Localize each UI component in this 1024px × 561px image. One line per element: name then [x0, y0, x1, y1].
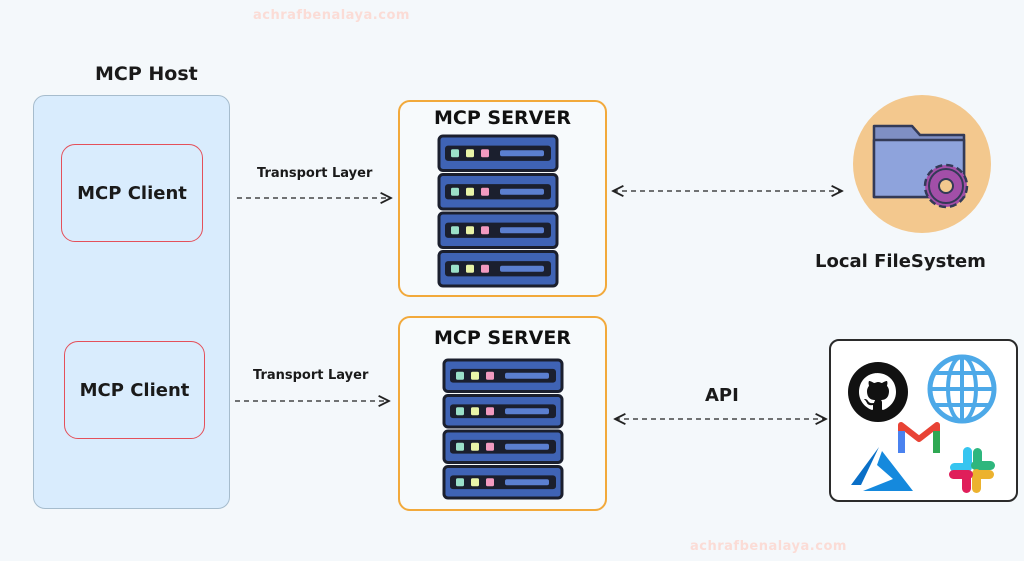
server-unit: [442, 429, 564, 464]
transport-label-2: Transport Layer: [253, 368, 369, 383]
server-unit: [437, 211, 559, 249]
mcp-server-2-title: MCP SERVER: [434, 327, 571, 349]
mcp-server-1-title: MCP SERVER: [434, 107, 571, 129]
github-icon: [848, 362, 908, 422]
server-unit: [437, 134, 559, 172]
mcp-client-2-label: MCP Client: [79, 379, 190, 401]
mcp-server-1[interactable]: MCP SERVER: [398, 100, 607, 297]
external-services-box: [829, 339, 1018, 502]
server-unit: [437, 250, 559, 288]
server-rack-icon: [442, 358, 564, 500]
mcp-client-1[interactable]: MCP Client: [61, 144, 203, 242]
folder-gear-icon: [853, 95, 991, 233]
server-unit: [442, 394, 564, 429]
transport-label-1: Transport Layer: [257, 166, 373, 181]
watermark-bottom: achrafbenalaya.com: [690, 539, 847, 554]
server-rack-icon: [437, 134, 559, 288]
gmail-icon: [898, 422, 940, 453]
host-container: [33, 95, 230, 509]
mcp-client-2[interactable]: MCP Client: [64, 341, 205, 439]
server-unit: [437, 173, 559, 211]
azure-icon: [851, 447, 913, 491]
server-unit: [442, 465, 564, 500]
mcp-client-1-label: MCP Client: [77, 182, 187, 204]
api-label: API: [705, 385, 739, 406]
slack-icon: [949, 447, 995, 493]
filesystem-label: Local FileSystem: [815, 251, 986, 272]
watermark-top: achrafbenalaya.com: [253, 8, 410, 23]
globe-icon: [927, 354, 997, 424]
host-title: MCP Host: [95, 63, 198, 85]
mcp-server-2[interactable]: MCP SERVER: [398, 316, 607, 511]
server-unit: [442, 358, 564, 393]
